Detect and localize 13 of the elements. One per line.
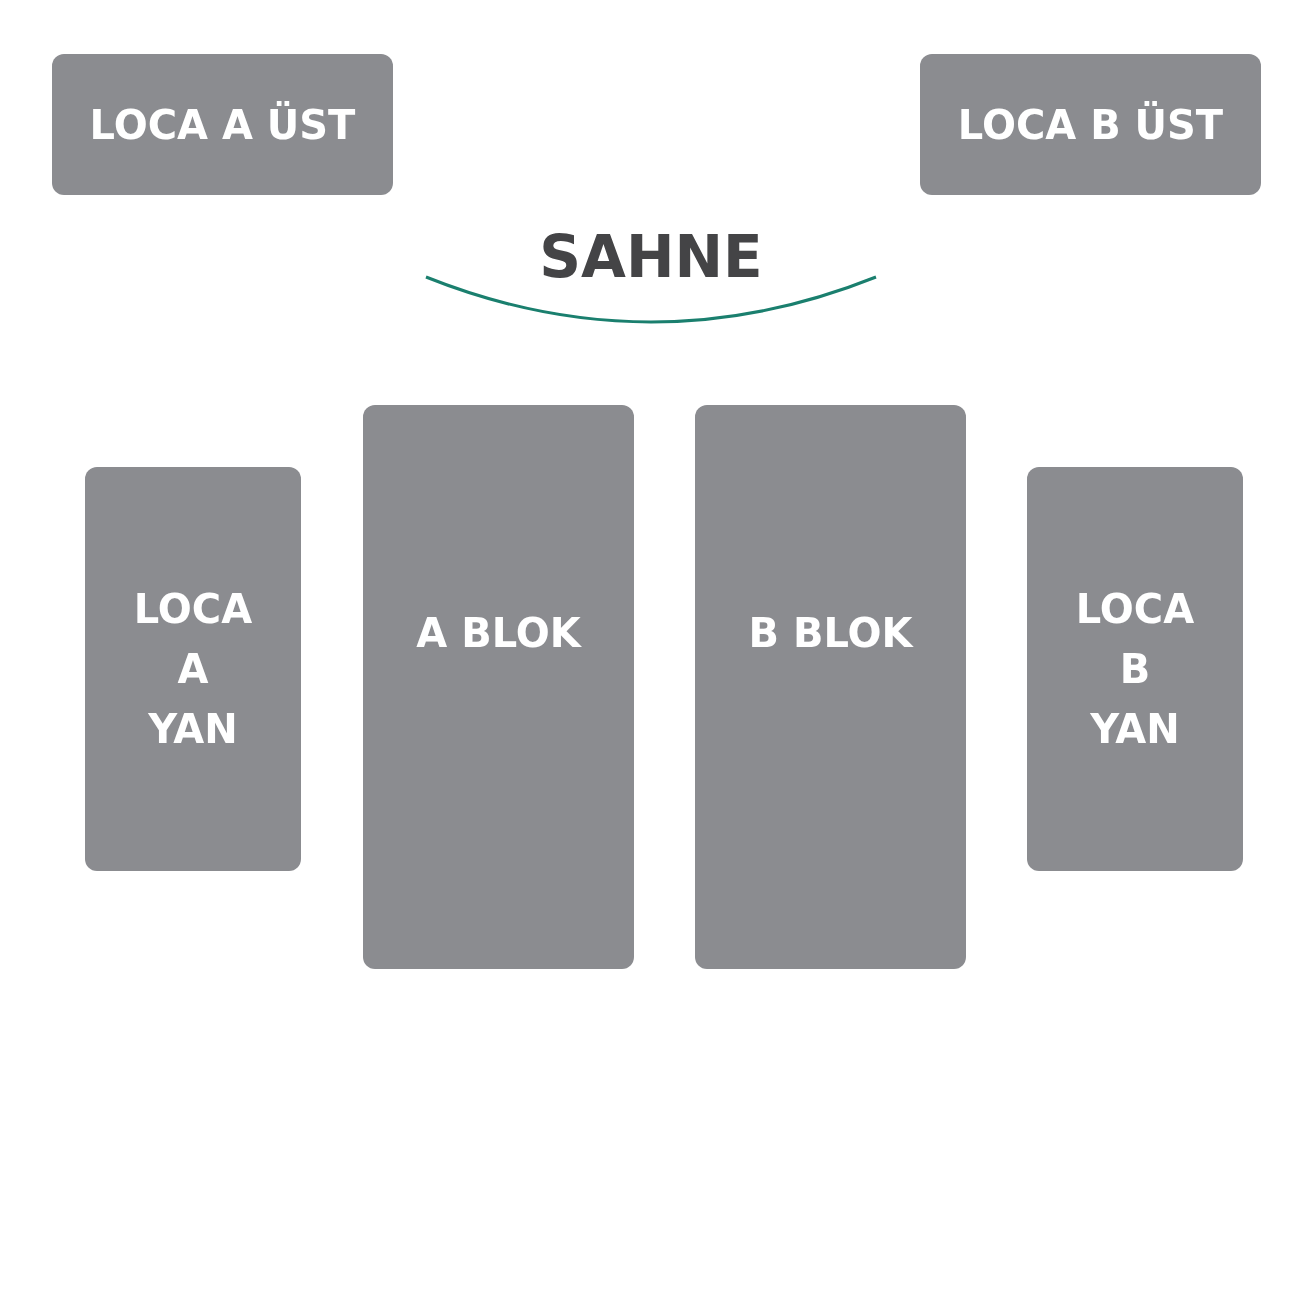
- seating-box: [1027, 467, 1243, 871]
- section-label: A BLOK: [416, 609, 581, 658]
- seating-block: [363, 405, 634, 969]
- section-label: LOCA B ÜST: [957, 100, 1224, 150]
- stage-label: SAHNE: [538, 222, 764, 293]
- seating-box: [920, 54, 1261, 195]
- seating-box: [52, 54, 393, 195]
- section-label: LOCA A YAN: [133, 585, 253, 754]
- section-label: LOCA B YAN: [1075, 585, 1195, 754]
- section-label: LOCA A ÜST: [89, 100, 356, 150]
- seating-block: [695, 405, 966, 969]
- seating-box: [85, 467, 301, 871]
- section-label: B BLOK: [748, 609, 913, 658]
